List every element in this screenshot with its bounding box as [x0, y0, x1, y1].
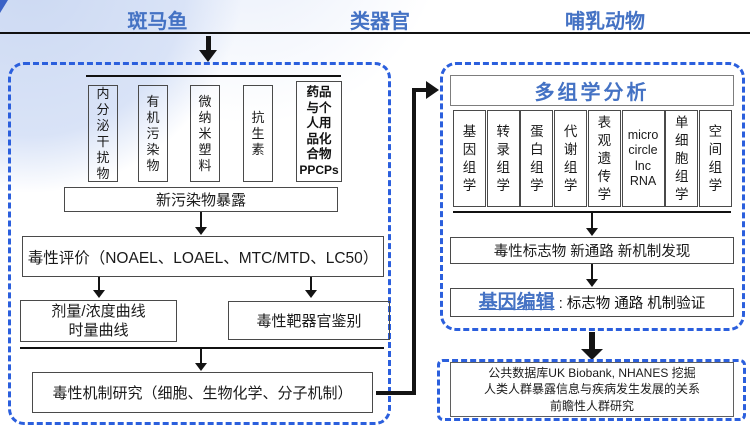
omics-box-proteomics: 蛋白组学 — [520, 110, 554, 207]
dose-curve-line1: 剂量/浓度曲线 — [51, 303, 146, 320]
pollutant-label: 有机污染物 — [146, 93, 160, 173]
arrow-to-discovery-shaft — [591, 213, 593, 229]
ppcp-label: 药品与个人用品化合物 — [306, 85, 332, 162]
omics-label: 基因组学 — [462, 123, 477, 193]
header-down-arrow-icon — [199, 50, 217, 62]
pollutant-label: 微纳米塑料 — [198, 93, 212, 173]
model-label-organoid: 类器官 — [350, 11, 410, 33]
header-down-arrow-shaft — [206, 36, 211, 52]
arrow-to-mechanism-icon — [195, 363, 207, 371]
pollutant-box-endocrine-disruptors: 内分泌干扰物 — [88, 85, 118, 182]
omics-box-genomics: 基因组学 — [453, 110, 486, 207]
omics-box-epigenetics: 表观遗传学 — [587, 110, 621, 207]
mechanism-box: 毒性机制研究（细胞、生物化学、分子机制） — [32, 372, 373, 413]
omics-label: 代谢组学 — [563, 123, 578, 193]
arrow-to-mechanism-shaft — [200, 349, 202, 365]
left-workflow-panel — [8, 62, 391, 425]
arrow-exposure-to-evaluation-shaft — [200, 212, 202, 229]
omics-box-microcircle-lncrna: micro circle lnc RNA — [621, 110, 665, 207]
omics-label: 转录组学 — [496, 123, 510, 193]
population-line3: 前瞻性人群研究 — [549, 398, 634, 413]
target-organ-box: 毒性靶器官鉴别 — [228, 301, 390, 340]
arrow-to-gene-editing-icon — [586, 279, 598, 287]
connector-horizontal-top — [412, 88, 428, 92]
multiomics-title: 多组学分析 — [450, 75, 734, 106]
pollutant-label: 内分泌干扰物 — [96, 85, 110, 181]
omics-row: 基因组学 转录组学 蛋白组学 代谢组学 表观遗传学 micro circle l… — [453, 110, 732, 207]
arrow-to-dose-curve-icon — [93, 290, 105, 298]
arrow-exposure-to-evaluation-icon — [195, 227, 207, 235]
arrow-to-target-organ-shaft — [310, 277, 312, 292]
omics-box-spatial: 空间组学 — [698, 110, 732, 207]
merge-line — [20, 347, 384, 349]
pollutant-box-micro-nano-plastics: 微纳米塑料 — [190, 85, 220, 182]
population-line2: 人类人群暴露信息与疾病发生发展的关系 — [483, 382, 700, 397]
omics-label: 单细胞组学 — [674, 114, 689, 202]
arrow-to-discovery-icon — [586, 228, 598, 236]
arrow-to-dose-curve-shaft — [98, 277, 100, 292]
toxicity-evaluation-box: 毒性评价（NOAEL、LOAEL、MTC/MTD、LC50） — [22, 236, 384, 277]
arrow-to-target-organ-icon — [305, 290, 317, 298]
connector-horizontal-bottom — [376, 391, 416, 395]
model-label-mammal: 哺乳动物 — [565, 11, 645, 33]
omics-label: 蛋白组学 — [530, 123, 544, 193]
model-label-zebrafish: 斑马鱼 — [127, 11, 188, 33]
pollutant-box-antibiotics: 抗生素 — [243, 85, 273, 182]
population-panel — [437, 359, 746, 421]
template-accent-shape — [0, 0, 8, 13]
omics-merge-line — [453, 211, 731, 213]
omics-box-transcriptomics: 转录组学 — [486, 110, 520, 207]
ppcp-abbr: PPCPs — [299, 162, 339, 177]
omics-box-single-cell: 单细胞组学 — [665, 110, 699, 207]
connector-right-arrow-icon — [426, 81, 439, 99]
gene-editing-box: 基因编辑 : 标志物 通路 机制验证 — [450, 288, 734, 317]
dose-curve-line2: 时量曲线 — [68, 322, 129, 339]
population-study-box: 公共数据库UK Biobank, NHANES 挖掘 人类人群暴露信息与疾病发生… — [450, 362, 734, 417]
pollutant-label: 抗生素 — [251, 109, 265, 157]
connector-vertical — [412, 88, 416, 395]
arrow-to-gene-editing-shaft — [591, 264, 593, 280]
arrow-to-population-icon — [581, 349, 603, 360]
omics-label: 表观遗传学 — [597, 114, 612, 202]
exposure-box: 新污染物暴露 — [64, 187, 338, 212]
header-divider-line — [0, 32, 750, 34]
arrow-to-population-shaft — [589, 332, 595, 350]
omics-label: 空间组学 — [708, 123, 723, 193]
marker-discovery-box: 毒性标志物 新通路 新机制发现 — [450, 237, 734, 264]
dose-curve-box: 剂量/浓度曲线 时量曲线 — [20, 300, 177, 342]
omics-box-metabolomics: 代谢组学 — [554, 110, 588, 207]
pollutant-box-ppcps: 药品与个人用品化合物 PPCPs — [296, 81, 342, 182]
omics-label: micro circle lnc RNA — [627, 127, 659, 189]
gene-editing-label: 基因编辑 — [478, 292, 555, 313]
population-line1: 公共数据库UK Biobank, NHANES 挖掘 — [488, 365, 696, 380]
pollutant-box-organic-pollutants: 有机污染物 — [138, 85, 168, 182]
gene-editing-text: : 标志物 通路 机制验证 — [558, 296, 706, 312]
right-workflow-panel — [440, 62, 745, 331]
pollutant-group-line — [86, 75, 341, 77]
